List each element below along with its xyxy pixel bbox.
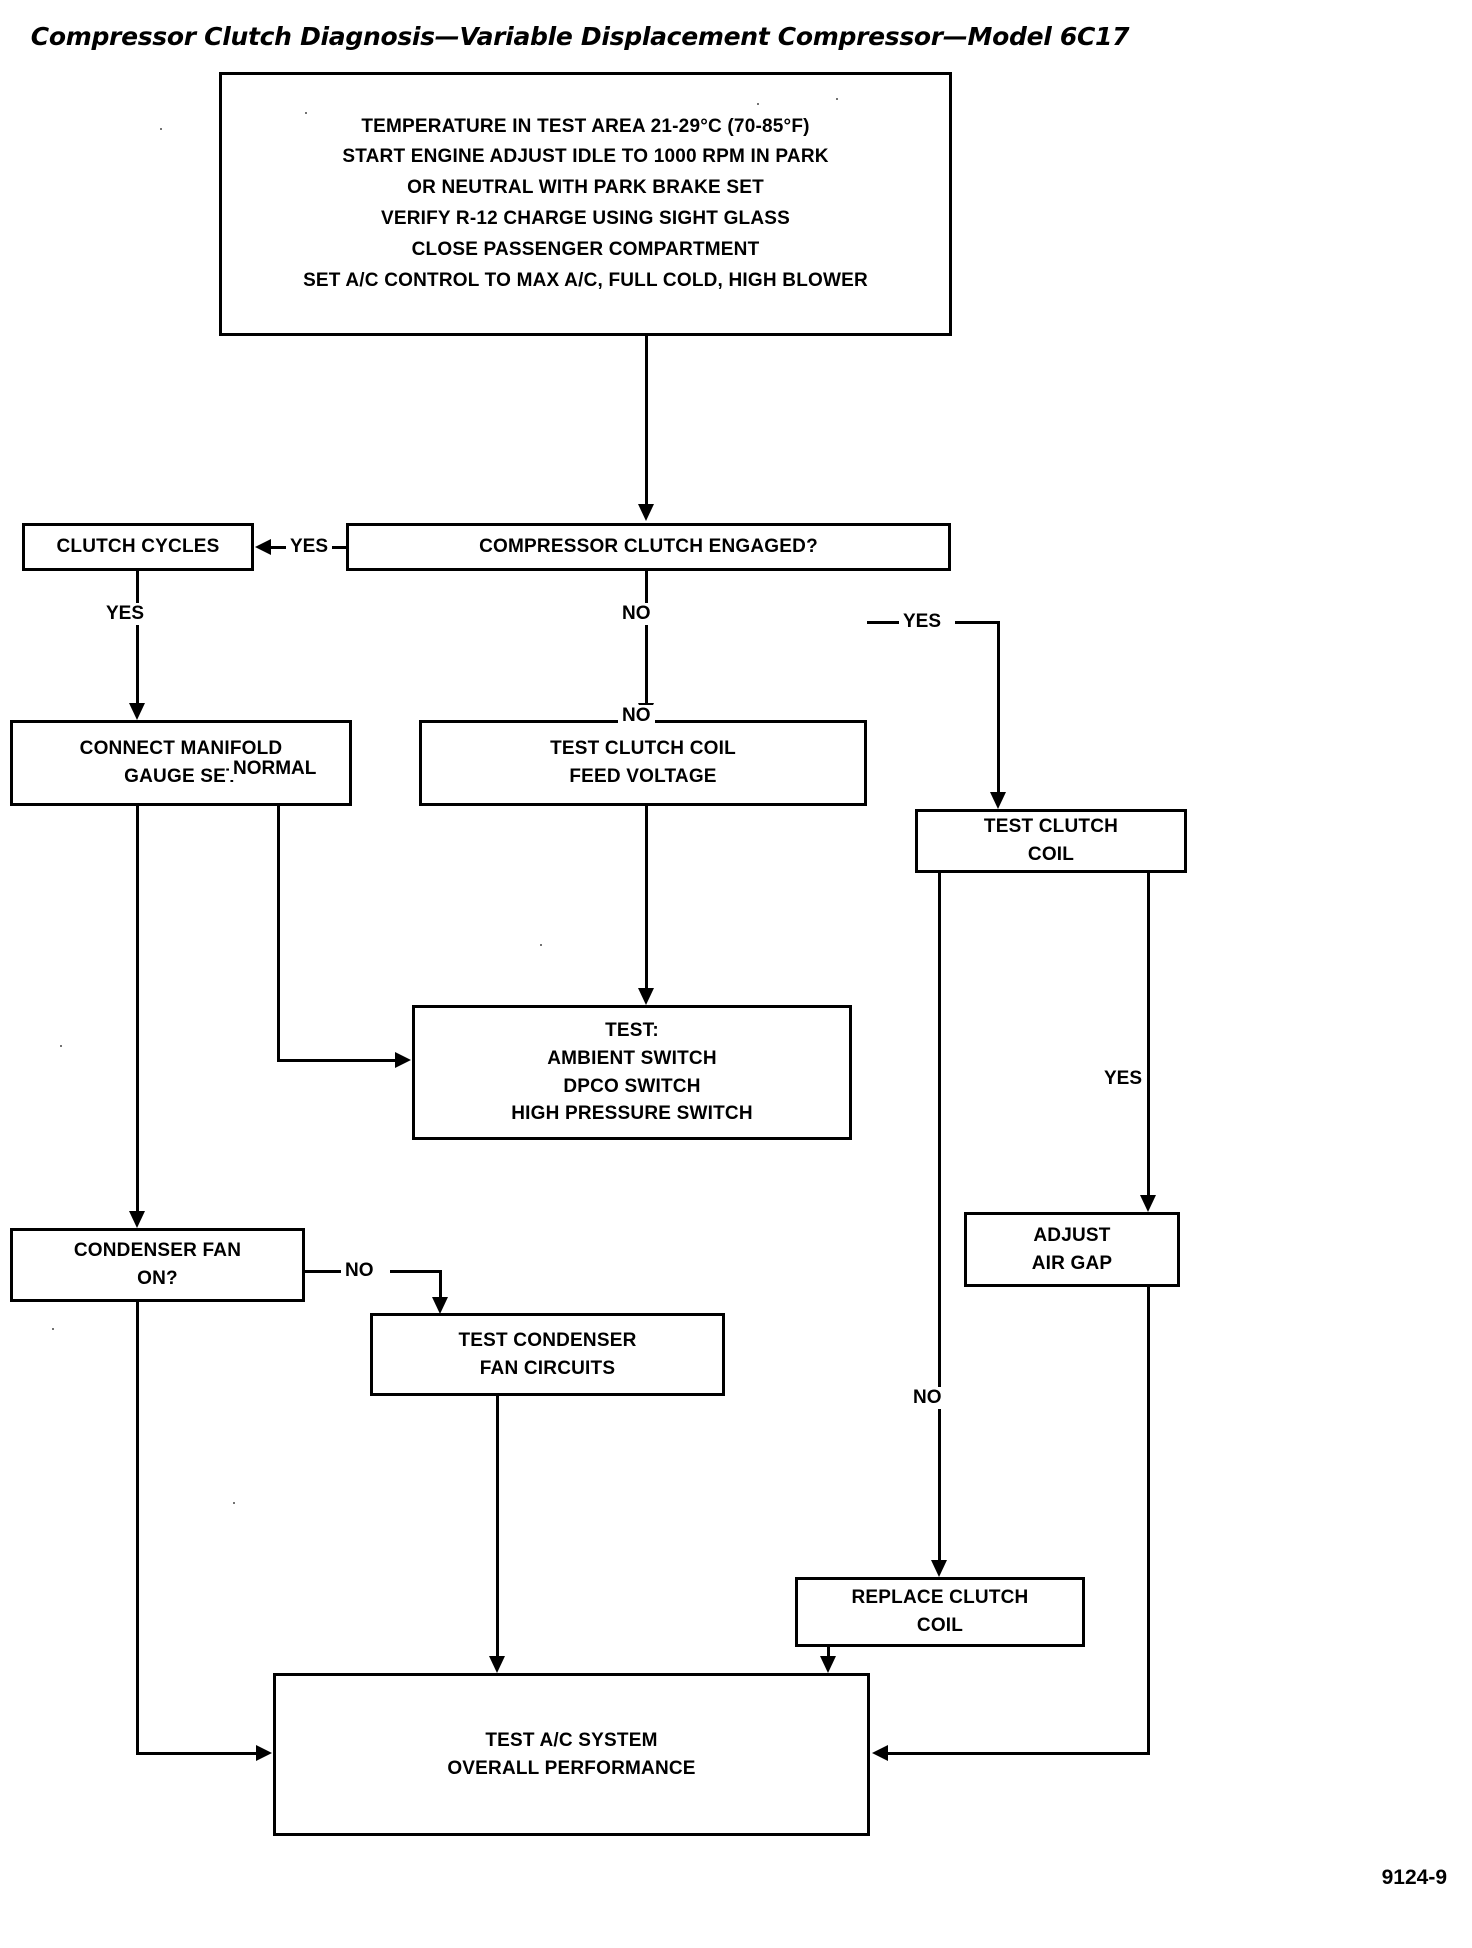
- edge-label-normal: NORMAL: [229, 758, 321, 780]
- edge-label-feed-no: NO: [618, 705, 655, 727]
- adjust-air-gap-line-1: ADJUST: [1033, 1224, 1111, 1246]
- arrowhead-engaged-yes: [255, 539, 271, 555]
- arrowhead-coil-yes: [1140, 1195, 1156, 1212]
- connector-cycles-yes: [136, 571, 139, 703]
- test-clutch-coil-line-1: TEST CLUTCH: [983, 816, 1119, 838]
- connector-normal-v: [277, 806, 280, 1061]
- connector-condfan-no-h1: [305, 1270, 341, 1273]
- feed-voltage-line-2: FEED VOLTAGE: [569, 766, 717, 787]
- scan-speck: [60, 1045, 62, 1047]
- arrowhead-setup-to-engaged: [638, 504, 654, 521]
- connect-manifold-line-2: GAUGE SET: [124, 766, 238, 787]
- test-condenser-fan-line-2: FAN CIRCUITS: [479, 1357, 616, 1379]
- edge-label-cycles-yes: YES: [102, 603, 149, 625]
- connector-feed-yes-v: [997, 621, 1000, 792]
- test-condenser-fan-line-1: TEST CONDENSER: [458, 1329, 637, 1351]
- clutch-cycles-label: CLUTCH CYCLES: [56, 536, 220, 558]
- connector-feed-no: [645, 806, 648, 988]
- test-switches-line-4: HIGH PRESSURE SWITCH: [511, 1103, 753, 1125]
- setup-line-3: OR NEUTRAL WITH PARK BRAKE SET: [407, 177, 764, 199]
- connector-airgap-to-ac-v: [1147, 1287, 1150, 1754]
- figure-reference-number: 9124-9: [1381, 1866, 1447, 1889]
- scan-speck: [305, 112, 307, 114]
- edge-label-engaged-yes: YES: [286, 536, 333, 558]
- edge-label-engaged-no: NO: [618, 603, 655, 625]
- setup-line-5: CLOSE PASSENGER COMPARTMENT: [411, 238, 760, 260]
- node-adjust-air-gap: ADJUST AIR GAP: [964, 1212, 1180, 1287]
- edge-label-condfan-no: NO: [341, 1260, 378, 1282]
- test-ac-system-line-2: OVERALL PERFORMANCE: [447, 1757, 696, 1779]
- node-test-condenser-fan-circuits: TEST CONDENSER FAN CIRCUITS: [370, 1313, 725, 1396]
- arrowhead-condfan-no: [432, 1297, 448, 1314]
- connector-feed-yes-h2: [955, 621, 999, 624]
- clutch-engaged-label: COMPRESSOR CLUTCH ENGAGED?: [479, 536, 818, 558]
- test-ac-system-line-1: TEST A/C SYSTEM: [485, 1729, 658, 1751]
- connector-replace-to-ac: [827, 1647, 830, 1656]
- edge-label-coil-yes: YES: [1100, 1068, 1147, 1090]
- node-test-clutch-coil: TEST CLUTCH COIL: [915, 809, 1187, 873]
- connect-manifold-line-1: CONNECT MANIFOLD: [79, 738, 283, 760]
- connector-condfan-to-ac-h: [136, 1752, 256, 1755]
- connector-manifold-to-condenser: [136, 806, 139, 1211]
- arrowhead-condcircuits-to-ac: [489, 1656, 505, 1673]
- arrowhead-manifold-to-condenser: [129, 1211, 145, 1228]
- connector-condcircuits-to-ac: [496, 1396, 499, 1656]
- arrowhead-coil-no: [931, 1560, 947, 1577]
- test-switches-line-1: TEST:: [605, 1020, 659, 1042]
- connector-coil-yes: [1147, 873, 1150, 1195]
- scan-speck: [52, 1328, 54, 1330]
- scan-speck: [431, 126, 433, 128]
- setup-line-1: TEMPERATURE IN TEST AREA 21-29°C (70-85°…: [361, 115, 810, 137]
- connector-engaged-no: [645, 571, 648, 703]
- test-switches-line-3: DPCO SWITCH: [563, 1075, 701, 1097]
- scan-speck: [540, 944, 542, 946]
- node-test-ac-system-overall-performance: TEST A/C SYSTEM OVERALL PERFORMANCE: [273, 1673, 870, 1836]
- connector-condfan-to-ac-v: [136, 1302, 139, 1754]
- arrowhead-cycles-yes: [129, 703, 145, 720]
- connector-normal-h: [277, 1059, 395, 1062]
- adjust-air-gap-line-2: AIR GAP: [1031, 1252, 1113, 1274]
- setup-line-4: VERIFY R-12 CHARGE USING SIGHT GLASS: [380, 208, 791, 229]
- feed-voltage-line-1: TEST CLUTCH COIL: [550, 738, 736, 760]
- scan-speck: [160, 128, 162, 130]
- node-compressor-clutch-engaged: COMPRESSOR CLUTCH ENGAGED?: [346, 523, 951, 571]
- scan-speck: [233, 1502, 235, 1504]
- arrowhead-condfan-to-ac: [256, 1745, 272, 1761]
- connector-feed-yes-h1: [867, 621, 899, 624]
- scan-speck: [412, 124, 414, 126]
- arrowhead-normal: [395, 1052, 411, 1068]
- test-switches-line-2: AMBIENT SWITCH: [547, 1047, 717, 1069]
- node-test-setup-conditions: TEMPERATURE IN TEST AREA 21-29°C (70-85°…: [219, 72, 952, 336]
- edge-label-feed-yes: YES: [899, 611, 946, 633]
- test-clutch-coil-line-2: COIL: [1027, 844, 1075, 865]
- arrowhead-airgap-to-ac: [872, 1745, 888, 1761]
- arrowhead-replace-to-ac: [820, 1656, 836, 1673]
- arrowhead-feed-no: [638, 988, 654, 1005]
- replace-clutch-line-1: REPLACE CLUTCH: [851, 1587, 1029, 1609]
- connector-airgap-to-ac-h: [888, 1752, 1150, 1755]
- page-title: Compressor Clutch Diagnosis—Variable Dis…: [30, 22, 1130, 51]
- replace-clutch-line-2: COIL: [916, 1615, 964, 1636]
- condenser-fan-line-1: CONDENSER FAN: [73, 1240, 242, 1262]
- connector-coil-no: [938, 873, 941, 1560]
- node-replace-clutch-coil: REPLACE CLUTCH COIL: [795, 1577, 1085, 1647]
- connector-condfan-no-h2: [390, 1270, 442, 1273]
- scan-speck: [836, 98, 838, 100]
- setup-line-6: SET A/C CONTROL TO MAX A/C, FULL COLD, H…: [303, 269, 868, 291]
- condenser-fan-line-2: ON?: [137, 1268, 178, 1289]
- node-test-switches: TEST: AMBIENT SWITCH DPCO SWITCH HIGH PR…: [412, 1005, 852, 1140]
- setup-line-2: START ENGINE ADJUST IDLE TO 1000 RPM IN …: [342, 146, 829, 168]
- connector-condfan-no-v: [439, 1270, 442, 1297]
- connector-setup-to-engaged: [645, 336, 648, 504]
- scan-speck: [757, 103, 759, 105]
- node-clutch-cycles: CLUTCH CYCLES: [22, 523, 254, 571]
- arrowhead-feed-yes: [990, 792, 1006, 809]
- node-condenser-fan-on: CONDENSER FAN ON?: [10, 1228, 305, 1302]
- node-test-clutch-coil-feed-voltage: TEST CLUTCH COIL FEED VOLTAGE: [419, 720, 867, 806]
- edge-label-coil-no: NO: [909, 1387, 946, 1409]
